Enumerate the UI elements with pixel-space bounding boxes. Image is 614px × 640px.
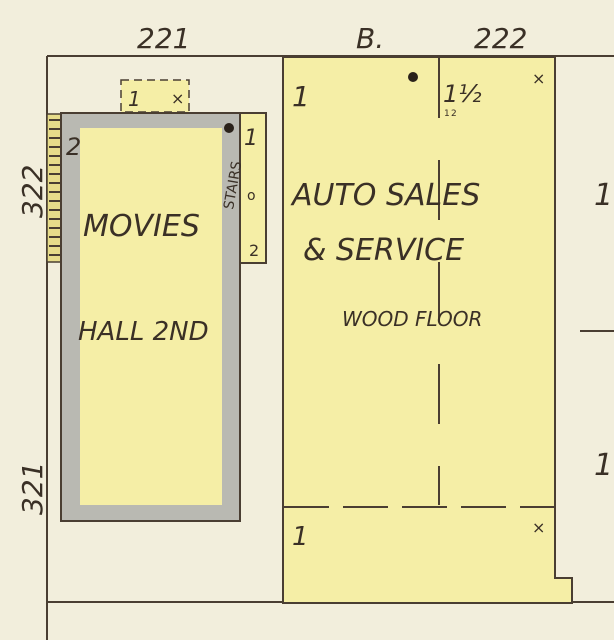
- hall-label: HALL 2ND: [78, 317, 209, 347]
- number-322: 322: [16, 165, 49, 218]
- number-222: 222: [474, 22, 527, 55]
- stair-annex: [239, 112, 267, 264]
- number-321: 321: [16, 462, 49, 515]
- service-label: & SERVICE: [303, 233, 464, 268]
- auto-stories-right: 1½ 1 2: [443, 80, 482, 119]
- auto-sales-building: [282, 56, 573, 604]
- shed-stories: 1: [128, 87, 141, 111]
- block-label: B.: [356, 22, 384, 55]
- auto-stories-right-label: 1½: [443, 80, 482, 108]
- auto-stories-left: 1: [292, 80, 310, 113]
- number-18: 18: [594, 178, 614, 213]
- auto-sales-label: AUTO SALES: [290, 178, 480, 213]
- auto-stories-right-num: 1: [444, 109, 450, 119]
- shed-mark: ×: [171, 89, 184, 108]
- movies-label: MOVIES: [83, 209, 200, 244]
- annex-stories-top: 1: [244, 126, 258, 151]
- auto-stories-right-den: 2: [451, 109, 457, 119]
- rear-stories: 1: [292, 522, 309, 552]
- auto-dot: [408, 72, 418, 82]
- floor-label: WOOD FLOOR: [342, 307, 482, 331]
- movies-stories: 2: [66, 133, 81, 161]
- number-17: 17: [594, 448, 614, 483]
- number-221: 221: [137, 22, 190, 55]
- stair-dot: [224, 123, 234, 133]
- annex-mark: o: [247, 188, 256, 204]
- auto-corner-mark: ×: [532, 69, 545, 88]
- annex-stories-bottom: 2: [249, 241, 259, 260]
- rear-mark: ×: [532, 518, 545, 537]
- fire-escape: [46, 113, 63, 263]
- movies-hall-interior: [80, 128, 222, 505]
